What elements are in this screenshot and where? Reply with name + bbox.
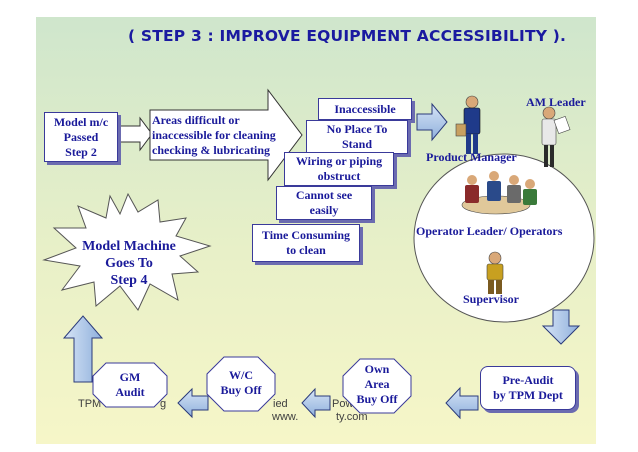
- wiring-line-2: obstruct: [317, 169, 361, 183]
- wiring-box: Wiring or piping obstruct: [284, 152, 394, 186]
- pre-audit-line-2: by TPM Dept: [493, 388, 563, 402]
- model-passed-line-2: Passed: [63, 129, 99, 144]
- starburst-shape: [42, 192, 212, 311]
- arrow-left-ownarea: [301, 387, 331, 419]
- inaccessible-label: Inaccessible: [334, 101, 396, 116]
- wc-line-1: W/C: [229, 368, 253, 382]
- pre-audit-box: Pre-Audit by TPM Dept: [480, 366, 576, 410]
- wc-node: W/C Buy Off: [206, 356, 276, 412]
- areas-line-3: checking & lubricating: [152, 143, 271, 157]
- watermark-middle: ied: [273, 398, 288, 410]
- time-consuming-box: Time Consuming to clean: [252, 224, 360, 262]
- own-area-line-3: Buy Off: [356, 392, 398, 406]
- operator-leader-label: Operator Leader/ Operators: [416, 224, 563, 238]
- model-passed-line-1: Model m/c: [53, 114, 109, 129]
- wc-line-2: Buy Off: [220, 383, 262, 397]
- pre-audit-line-1: Pre-Audit: [502, 373, 554, 387]
- product-manager-figure: [455, 95, 481, 154]
- arrow-left-wc: [177, 387, 209, 419]
- arrow-left-preaudit: [445, 386, 479, 420]
- watermark-url-right: ty.com: [336, 411, 368, 423]
- starburst-line-3: Step 4: [110, 273, 148, 288]
- page-title: ( STEP 3 : IMPROVE EQUIPMENT ACCESSIBILI…: [128, 27, 567, 45]
- time-consuming-line-2: to clean: [286, 243, 326, 257]
- operators-meeting-figure: [461, 171, 537, 215]
- areas-line-1: Areas difficult or: [152, 113, 240, 127]
- cannot-see-line-1: Cannot see: [295, 188, 353, 202]
- starburst-line-1: Model Machine: [82, 239, 176, 254]
- own-area-line-1: Own: [364, 362, 390, 376]
- am-leader-figure: [541, 106, 571, 167]
- cannot-see-line-2: easily: [309, 203, 339, 217]
- wiring-line-1: Wiring or piping: [295, 154, 383, 168]
- time-consuming-line-1: Time Consuming: [261, 228, 351, 242]
- watermark-url-left: www.: [272, 411, 299, 423]
- no-place-box: No Place To Stand: [306, 120, 408, 154]
- supervisor-label: Supervisor: [463, 292, 520, 306]
- gm-audit-shape: [92, 362, 168, 408]
- inaccessible-box: Inaccessible: [318, 98, 412, 120]
- arrow-down-blue: [541, 309, 581, 345]
- starburst-text: Model Machine Goes To Step 4: [78, 238, 180, 289]
- wc-text: W/C Buy Off: [206, 368, 276, 398]
- own-area-node: Own Area Buy Off: [342, 358, 412, 414]
- starburst-line-2: Goes To: [105, 256, 153, 271]
- areas-line-2: inaccessible for cleaning: [152, 128, 276, 142]
- product-manager-label: Product Manager: [426, 150, 517, 164]
- areas-difficult-text: Areas difficult or inaccessible for clea…: [152, 113, 302, 158]
- model-passed-box: Model m/c Passed Step 2: [44, 112, 118, 162]
- gm-audit-text: GM Audit: [92, 370, 168, 400]
- gm-audit-node: GM Audit: [92, 362, 168, 408]
- gm-audit-line-2: Audit: [115, 385, 145, 399]
- am-leader-label: AM Leader: [526, 95, 586, 109]
- own-area-line-2: Area: [364, 377, 390, 391]
- wc-shape: [206, 356, 276, 412]
- arrow-right-outline-small: [117, 116, 153, 152]
- no-place-line-2: Stand: [341, 137, 373, 151]
- arrow-up-blue: [62, 315, 104, 383]
- gm-audit-line-1: GM: [119, 370, 141, 384]
- own-area-shape: [342, 358, 412, 414]
- own-area-text: Own Area Buy Off: [342, 362, 412, 407]
- cannot-see-box: Cannot see easily: [276, 186, 372, 220]
- watermark-left-tail: g: [160, 398, 167, 410]
- arrow-right-blue: [416, 102, 448, 142]
- no-place-line-1: No Place To: [326, 122, 388, 136]
- model-passed-line-3: Step 2: [65, 144, 97, 159]
- supervisor-figure: [486, 251, 504, 294]
- team-oval: [413, 153, 595, 323]
